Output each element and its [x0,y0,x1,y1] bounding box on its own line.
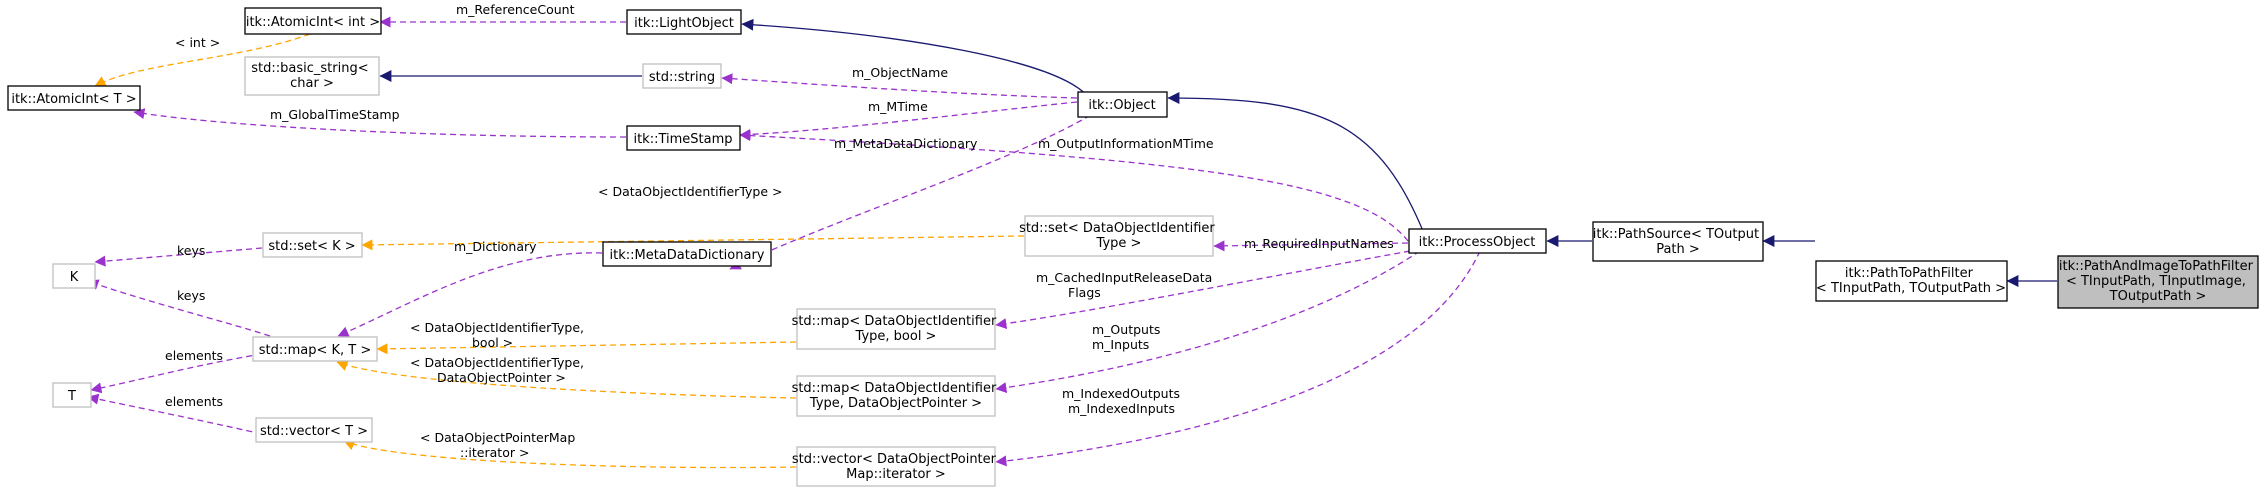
svg-text:itk::PathAndImageToPathFilter: itk::PathAndImageToPathFilter < TInputPa… [2059,259,2257,304]
inherit-lightobject-to-object [741,18,1090,99]
node-pathandimage-focus[interactable]: itk::PathAndImageToPathFilter < TInputPa… [2057,255,2259,309]
node-vector-t[interactable]: std::vector< T > [255,417,373,443]
edge-label-global-timestamp: m_GlobalTimeStamp [270,107,400,122]
use-metadatadictionary-to-object [729,109,1100,270]
use-k-to-map-kt [87,279,271,337]
edge-label-doi-type: < DataObjectIdentifierType > [598,184,782,199]
edge-label-int-arg: < int > [175,35,220,50]
template-atomicint-to-atomicint-int [94,33,311,87]
edge-label-dop-iterator: < DataObjectPointerMap ::iterator > [420,430,579,460]
edge-label-cached-release: m_CachedInputReleaseData Flags [1036,270,1216,300]
node-string[interactable]: std::string [642,63,722,89]
edge-label-output-info-mtime: m_OutputInformationMTime [1038,136,1214,151]
edge-label-dictionary: m_Dictionary [454,239,537,254]
edge-label-elements-map: elements [165,348,223,363]
node-map-dop[interactable]: std::map< DataObjectIdentifier Type, Dat… [792,375,1001,417]
svg-text:std::set< DataObjectIdentifier: std::set< DataObjectIdentifier Type > [1019,221,1219,251]
node-pathsource[interactable]: itk::PathSource< TOutput Path > [1592,221,1764,262]
edges [87,16,2057,469]
node-lightobject[interactable]: itk::LightObject [626,9,742,35]
node-object[interactable]: itk::Object [1077,91,1168,118]
svg-text:std::map< DataObjectIdentifier: std::map< DataObjectIdentifier Type, boo… [792,314,1001,344]
svg-text:itk::MetaDataDictionary: itk::MetaDataDictionary [610,248,765,263]
use-map-dop-to-processobject [995,250,1421,393]
use-t-to-map-kt [90,353,263,394]
svg-text:std::map< DataObjectIdentifier: std::map< DataObjectIdentifier Type, Dat… [792,381,1001,411]
node-k[interactable]: K [52,263,96,289]
svg-text:std::set< K >: std::set< K > [268,239,355,254]
template-map-bool-to-map-kt [376,341,797,355]
edge-label-indexed: m_IndexedOutputs m_IndexedInputs [1062,386,1184,416]
edge-label-metadatadictionary: m_MetaDataDictionary [834,136,978,151]
svg-text:itk::PathSource< TOutput: itk::PathSource< TOutput Path > [1593,227,1763,257]
edge-label-outputs-inputs: m_Outputs m_Inputs [1092,322,1164,352]
node-atomicint-t[interactable]: itk::AtomicInt< T > [7,85,141,111]
svg-text:T: T [67,389,76,404]
svg-text:std::vector< DataObjectPointer: std::vector< DataObjectPointer Map::iter… [792,452,1000,482]
node-vector-dop[interactable]: std::vector< DataObjectPointer Map::iter… [792,446,1000,487]
edge-label-elements-vector: elements [165,394,223,409]
edge-label-doi-bool: < DataObjectIdentifierType, bool > [410,320,588,350]
use-string-to-processobject [1213,240,1409,252]
node-metadatadictionary[interactable]: itk::MetaDataDictionary [602,241,772,267]
use-timestamp-to-processobject [739,130,1409,242]
template-set-doi-to-set-k [361,235,1025,251]
node-map-kt[interactable]: std::map< K, T > [252,336,378,362]
svg-text:itk::AtomicInt< T >: itk::AtomicInt< T > [11,92,136,107]
node-basic-string[interactable]: std::basic_string< char > [244,56,380,96]
svg-text:itk::Object: itk::Object [1088,98,1155,113]
node-timestamp[interactable]: itk::TimeStamp [626,125,741,151]
edge-label-keys-set: keys [177,243,205,258]
node-pathtopath[interactable]: itk::PathToPathFilter < TInputPath, TOut… [1815,260,2008,302]
edge-label-reference-count: m_ReferenceCount [456,2,575,17]
node-t[interactable]: T [52,382,92,408]
svg-text:std::map< K, T >: std::map< K, T > [259,343,372,358]
svg-text:itk::ProcessObject: itk::ProcessObject [1419,235,1536,250]
use-atomicint-t-to-timestamp [133,108,627,138]
use-string-to-object [721,73,1078,99]
svg-text:std::basic_string< cha: std::basic_string< char > [251,61,372,91]
use-timestamp-to-object [739,101,1078,140]
svg-text:std::string: std::string [649,70,715,85]
use-map-kt-to-metadatadictionary [337,252,603,337]
node-set-k[interactable]: std::set< K > [262,232,363,258]
template-vector-dop-to-vector-t [343,439,797,469]
nodes: itk::AtomicInt< int > itk::LightObject s… [7,7,2259,487]
node-atomicint-int[interactable]: itk::AtomicInt< int > [244,7,382,35]
edge-label-mtime: m_MTime [868,99,928,114]
svg-text:itk::LightObject: itk::LightObject [634,16,734,31]
svg-text:K: K [70,270,79,285]
edge-label-doi-dop: < DataObjectIdentifierType, DataObjectPo… [410,355,588,385]
svg-text:itk::TimeStamp: itk::TimeStamp [633,132,732,147]
use-map-bool-to-processobject [995,250,1411,330]
node-processobject[interactable]: itk::ProcessObject [1408,228,1547,254]
template-map-dop-to-map-kt [336,360,797,399]
edge-label-required-input-names: m_RequiredInputNames [1244,236,1394,251]
use-t-to-vector-t [87,393,263,435]
edge-labels: m_ReferenceCount < int > m_ObjectName m_… [165,2,1394,460]
edge-label-keys-map: keys [177,288,205,303]
svg-text:std::vector< T >: std::vector< T > [260,424,368,439]
node-set-doi[interactable]: std::set< DataObjectIdentifier Type > [1019,215,1219,257]
inherit-object-to-processobject [1167,92,1428,242]
use-k-to-set-k [94,247,263,267]
svg-text:itk::AtomicInt< int >: itk::AtomicInt< int > [246,15,380,30]
edge-label-object-name: m_ObjectName [852,65,948,80]
svg-text:itk::PathToPathFilter: itk::PathToPathFilter < TInputPath, TOut… [1816,266,2006,296]
node-map-bool[interactable]: std::map< DataObjectIdentifier Type, boo… [792,308,1001,350]
use-vector-dop-to-processobject [995,250,1481,467]
